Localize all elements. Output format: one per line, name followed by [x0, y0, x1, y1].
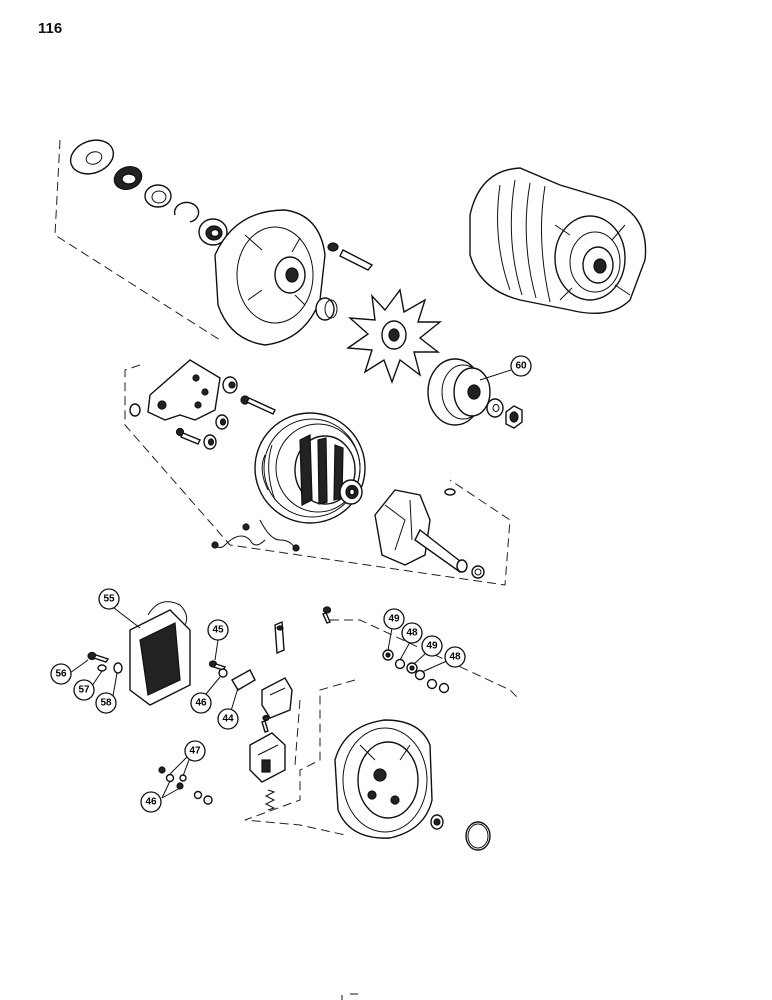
svg-text:45: 45 — [212, 625, 224, 636]
regulator-lockwasher — [97, 664, 107, 672]
spacer-collar — [315, 297, 338, 321]
front-washer — [69, 139, 115, 175]
callout-58: 58 — [95, 692, 117, 714]
svg-text:46: 46 — [195, 698, 207, 709]
brush-washer — [218, 668, 228, 678]
svg-text:56: 56 — [55, 669, 67, 680]
callout-48-left: 48 — [401, 622, 423, 644]
front-bearing — [198, 218, 228, 246]
brush-holder-screw — [261, 714, 270, 733]
page-mark — [341, 993, 358, 1000]
terminal-stud — [215, 414, 229, 430]
brush-clip — [231, 669, 256, 691]
pulley — [427, 358, 491, 426]
mounting-screw-short — [175, 427, 201, 445]
assembled-alternator — [469, 167, 647, 315]
callout-60: 60 — [510, 355, 532, 377]
brush-spring-top — [274, 620, 285, 655]
callout-49-right: 49 — [421, 635, 443, 657]
brush-spring — [264, 789, 276, 811]
callout-45: 45 — [207, 619, 229, 641]
page-number: 116 — [38, 20, 63, 37]
svg-text:47: 47 — [189, 746, 201, 757]
woodruff-key — [444, 488, 456, 496]
callout-46-lower: 46 — [140, 791, 162, 813]
callout-56: 56 — [50, 663, 72, 685]
terminal-nut — [203, 434, 217, 450]
drive-end-frame — [214, 209, 326, 346]
through-bolt — [327, 242, 374, 271]
mounting-screw-long — [240, 395, 276, 415]
svg-text:44: 44 — [222, 714, 234, 725]
callout-49-left: 49 — [383, 608, 405, 630]
cooling-fan — [346, 288, 442, 385]
callout-55: 55 — [98, 588, 120, 610]
insulator-bushing — [222, 376, 238, 394]
svg-text:48: 48 — [406, 628, 418, 639]
callout-44: 44 — [217, 708, 239, 730]
svg-text:48: 48 — [449, 652, 461, 663]
snap-ring — [173, 201, 200, 223]
svg-text:57: 57 — [78, 685, 90, 696]
callout-47: 47 — [184, 740, 206, 762]
svg-text:49: 49 — [388, 614, 400, 625]
brush-screw — [208, 660, 227, 671]
rotor — [374, 489, 468, 573]
stator-leads — [211, 519, 300, 552]
heat-sink-bracket — [147, 359, 221, 421]
svg-text:55: 55 — [103, 594, 115, 605]
retainer-washer — [144, 184, 172, 208]
svg-text:60: 60 — [515, 361, 527, 372]
callout-46-upper: 46 — [190, 692, 212, 714]
seal-ring — [113, 166, 143, 190]
regulator-flatwasher — [113, 662, 123, 674]
voltage-regulator — [129, 601, 191, 706]
hardware-set-bottom — [158, 766, 213, 805]
callout-57: 57 — [73, 679, 95, 701]
brush-holder-lower — [249, 732, 286, 783]
callout-48-right: 48 — [444, 646, 466, 668]
pulley-nut — [505, 405, 523, 429]
brush-holder-upper — [261, 677, 293, 719]
pulley-washer — [486, 398, 504, 418]
rotor-snap-ring — [471, 565, 485, 579]
rear-bearing — [339, 479, 363, 505]
stator — [254, 412, 366, 524]
svg-text:46: 46 — [145, 797, 157, 808]
slip-ring-end-frame — [334, 719, 433, 839]
small-screw — [322, 606, 332, 624]
svg-text:58: 58 — [100, 698, 112, 709]
insulator-small — [129, 403, 141, 417]
svg-text:49: 49 — [426, 641, 438, 652]
regulator-screw — [87, 651, 110, 663]
o-ring — [465, 821, 491, 851]
end-cap-plug — [430, 814, 444, 830]
hardware-set-right — [382, 649, 450, 694]
